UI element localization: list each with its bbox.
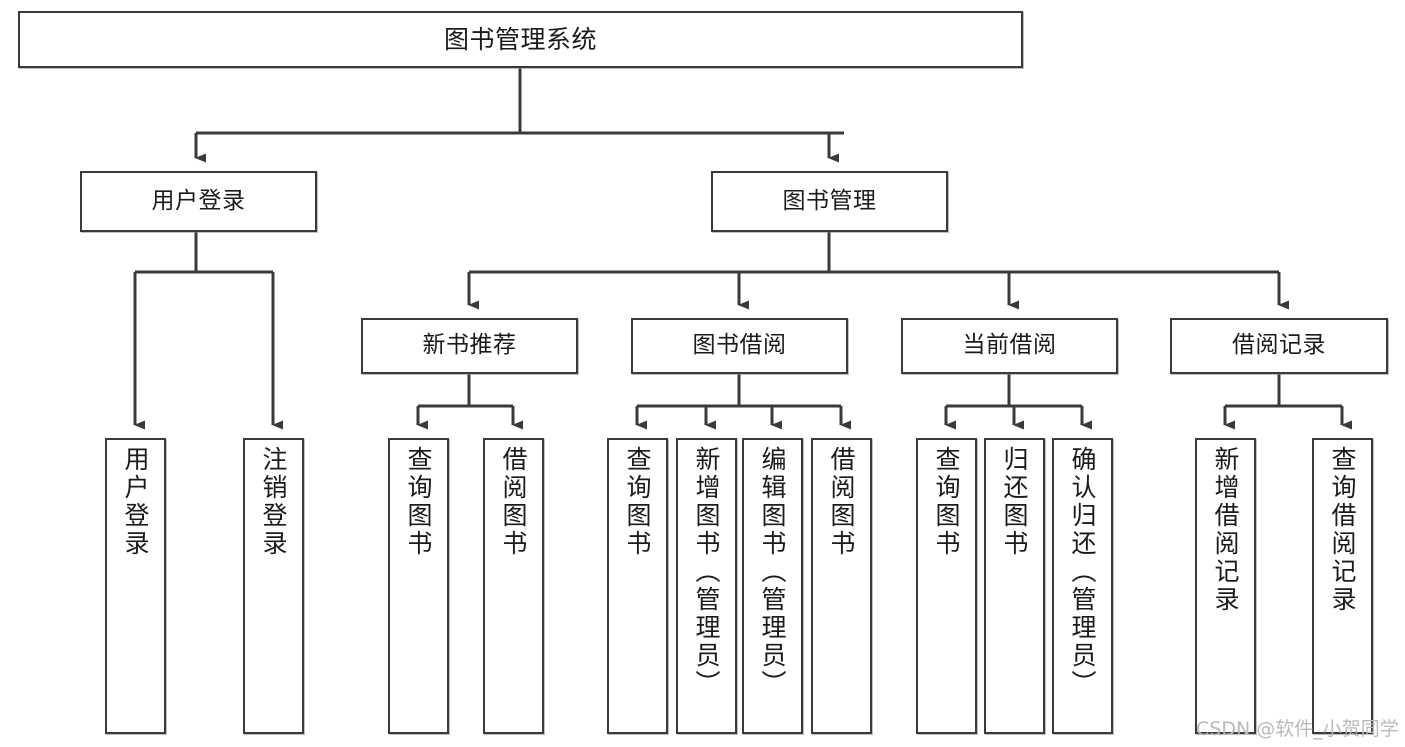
node-leaf-borrow-book-2-label: 借阅图书 — [827, 446, 856, 558]
node-leaf-confirm-return-label: 确认归还（管理员） — [1068, 446, 1097, 698]
node-leaf-return-book[interactable]: 归还图书 — [984, 438, 1045, 734]
node-leaf-query-book-3-label: 查询图书 — [932, 446, 961, 558]
node-current-borrow[interactable]: 当前借阅 — [901, 318, 1118, 374]
node-new-book-recommend-label: 新书推荐 — [422, 332, 517, 359]
node-leaf-add-book-label: 新增图书（管理员） — [692, 446, 721, 698]
node-leaf-query-book-1-label: 查询图书 — [404, 446, 433, 558]
node-leaf-query-book-2-label: 查询图书 — [623, 446, 652, 558]
node-current-borrow-label: 当前借阅 — [962, 332, 1057, 359]
node-leaf-add-record-label: 新增借阅记录 — [1211, 446, 1240, 614]
node-leaf-query-book-1[interactable]: 查询图书 — [388, 438, 449, 734]
node-leaf-add-record[interactable]: 新增借阅记录 — [1195, 438, 1256, 734]
node-leaf-query-book-2[interactable]: 查询图书 — [607, 438, 668, 734]
node-root-label: 图书管理系统 — [443, 24, 597, 54]
node-leaf-user-login[interactable]: 用户登录 — [105, 438, 166, 734]
node-new-book-recommend[interactable]: 新书推荐 — [361, 318, 578, 374]
node-leaf-logout-login-label: 注销登录 — [259, 446, 288, 558]
node-book-borrow[interactable]: 图书借阅 — [631, 318, 848, 374]
node-book-management[interactable]: 图书管理 — [711, 171, 948, 232]
node-leaf-borrow-book-2[interactable]: 借阅图书 — [811, 438, 872, 734]
node-borrow-record-label: 借阅记录 — [1232, 332, 1326, 359]
node-leaf-edit-book[interactable]: 编辑图书（管理员） — [742, 438, 803, 734]
node-user-login[interactable]: 用户登录 — [80, 171, 317, 232]
node-leaf-query-record[interactable]: 查询借阅记录 — [1312, 438, 1373, 734]
node-book-borrow-label: 图书借阅 — [692, 332, 787, 359]
node-leaf-borrow-book-1-label: 借阅图书 — [499, 446, 528, 558]
node-user-login-label: 用户登录 — [151, 187, 246, 214]
node-leaf-edit-book-label: 编辑图书（管理员） — [758, 446, 787, 698]
node-leaf-confirm-return[interactable]: 确认归还（管理员） — [1052, 438, 1113, 734]
node-leaf-add-book[interactable]: 新增图书（管理员） — [676, 438, 737, 734]
watermark-text: CSDN @软件_小贺同学 — [1196, 718, 1399, 740]
node-leaf-query-book-3[interactable]: 查询图书 — [916, 438, 977, 734]
node-book-management-label: 图书管理 — [782, 187, 877, 214]
node-leaf-query-record-label: 查询借阅记录 — [1328, 446, 1357, 614]
node-leaf-return-book-label: 归还图书 — [1000, 446, 1029, 558]
node-leaf-logout-login[interactable]: 注销登录 — [243, 438, 304, 734]
node-root[interactable]: 图书管理系统 — [18, 11, 1023, 68]
node-leaf-borrow-book-1[interactable]: 借阅图书 — [483, 438, 544, 734]
node-leaf-user-login-label: 用户登录 — [121, 446, 150, 558]
node-borrow-record[interactable]: 借阅记录 — [1170, 318, 1388, 374]
